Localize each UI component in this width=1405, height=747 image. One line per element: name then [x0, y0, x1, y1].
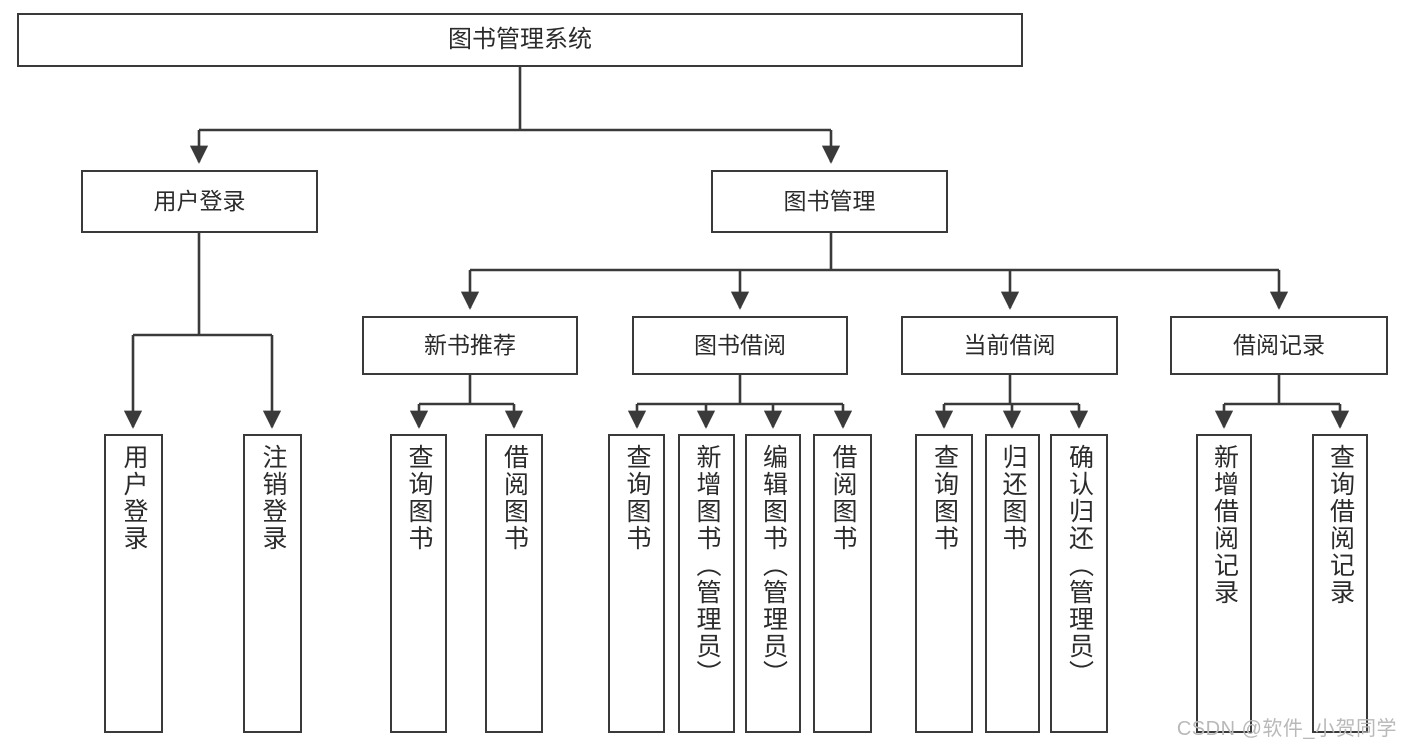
node-label: 归还图书: [999, 444, 1027, 552]
leaf-record-add-borrow-record[interactable]: 新增借阅记录: [1196, 434, 1252, 733]
leaf-current-return-book[interactable]: 归还图书: [985, 434, 1040, 733]
node-label: 图书管理: [783, 187, 876, 214]
node-label: 新增图书（管理员）: [693, 444, 721, 687]
node-label: 编辑图书（管理员）: [759, 444, 788, 687]
leaf-borrow-borrow-book[interactable]: 借阅图书: [813, 434, 872, 733]
node-label: 注销登录: [259, 444, 287, 552]
node-label: 查询借阅记录: [1326, 444, 1355, 606]
node-label: 确认归还（管理员）: [1065, 444, 1094, 687]
watermark-credit: CSDN @软件_小贺同学: [1176, 718, 1397, 740]
node-label: 借阅图书: [829, 444, 857, 552]
node-label: 查询图书: [623, 444, 651, 552]
node-book-borrow[interactable]: 图书借阅: [632, 316, 848, 375]
leaf-borrow-query-book[interactable]: 查询图书: [608, 434, 665, 733]
node-root-system[interactable]: 图书管理系统: [17, 13, 1023, 67]
node-label: 当前借阅: [963, 331, 1056, 358]
node-label: 图书借阅: [694, 331, 786, 358]
leaf-borrow-edit-book-admin[interactable]: 编辑图书（管理员）: [745, 434, 801, 733]
node-label: 用户登录: [153, 187, 246, 214]
node-new-book-recommend[interactable]: 新书推荐: [362, 316, 578, 375]
node-label: 新书推荐: [424, 331, 516, 358]
node-borrow-record[interactable]: 借阅记录: [1170, 316, 1388, 375]
node-label: 查询图书: [930, 444, 959, 552]
leaf-current-query-book[interactable]: 查询图书: [915, 434, 973, 733]
leaf-user-logout[interactable]: 注销登录: [243, 434, 302, 733]
leaf-user-login[interactable]: 用户登录: [104, 434, 163, 733]
node-label: 借阅图书: [500, 444, 529, 552]
node-label: 新增借阅记录: [1210, 444, 1239, 606]
node-label: 用户登录: [120, 444, 148, 552]
node-label: 借阅记录: [1233, 331, 1325, 358]
leaf-recommend-borrow-book[interactable]: 借阅图书: [485, 434, 543, 733]
leaf-current-confirm-return-admin[interactable]: 确认归还（管理员）: [1050, 434, 1108, 733]
node-user-login[interactable]: 用户登录: [81, 170, 318, 233]
leaf-borrow-add-book-admin[interactable]: 新增图书（管理员）: [678, 434, 735, 733]
leaf-record-query-borrow-record[interactable]: 查询借阅记录: [1312, 434, 1368, 733]
node-label: 图书管理系统: [448, 25, 592, 53]
node-label: 查询图书: [405, 444, 433, 552]
leaf-recommend-query-book[interactable]: 查询图书: [390, 434, 447, 733]
node-current-borrow[interactable]: 当前借阅: [901, 316, 1118, 375]
node-book-management[interactable]: 图书管理: [711, 170, 948, 233]
